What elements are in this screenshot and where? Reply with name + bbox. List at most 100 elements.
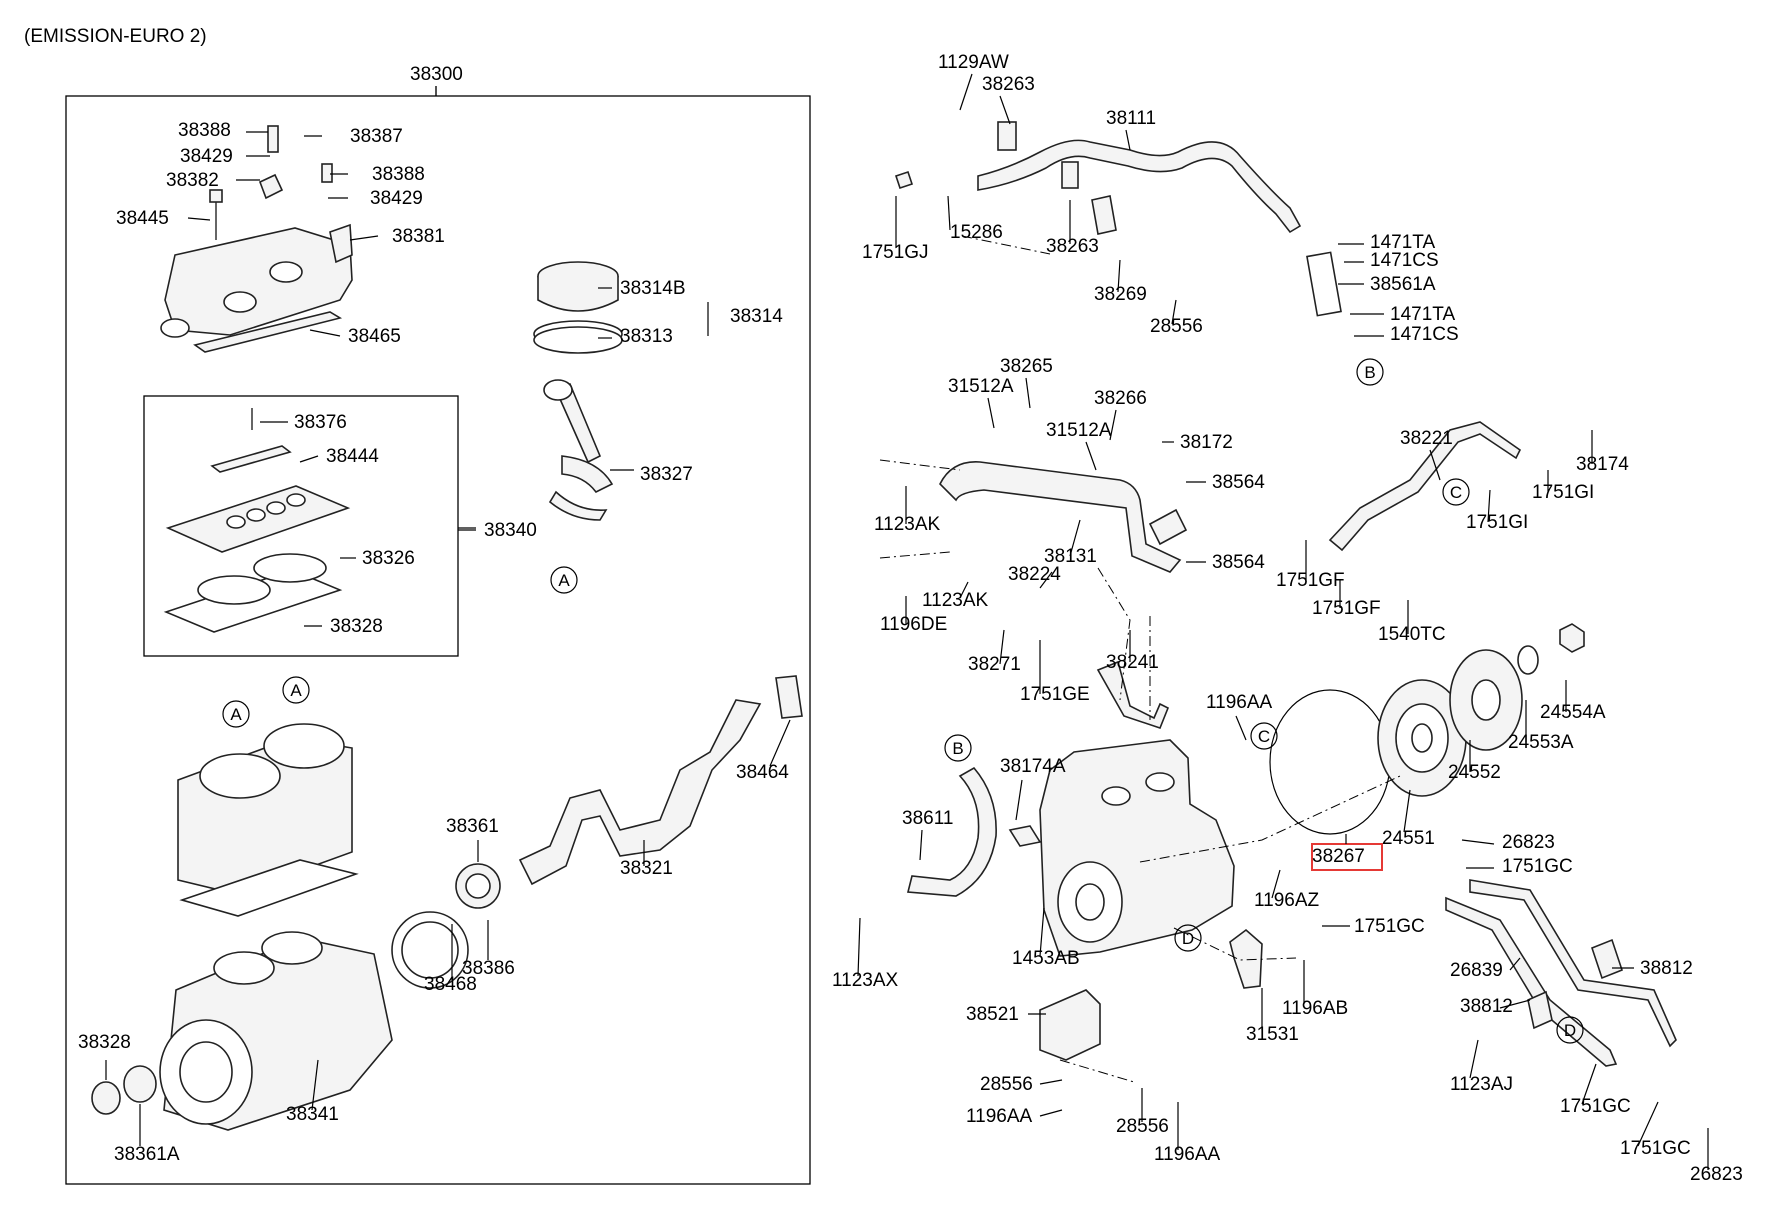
part-label-38465: 38465 xyxy=(348,326,401,347)
part-label-38429: 38429 xyxy=(180,146,233,167)
part-label-1751GF: 1751GF xyxy=(1276,570,1345,591)
leader-line xyxy=(1581,1063,1597,1105)
leader-line xyxy=(1271,869,1281,899)
part-label-1471CS: 1471CS xyxy=(1390,324,1459,345)
part-label-24552: 24552 xyxy=(1448,762,1501,783)
leader-line xyxy=(1403,789,1411,833)
part-label-1751GC: 1751GC xyxy=(1502,856,1573,877)
leader-line xyxy=(1025,377,1031,409)
part-label-38361A: 38361A xyxy=(114,1144,180,1165)
part-label-24553A: 24553A xyxy=(1508,732,1574,753)
part-label-38445: 38445 xyxy=(116,208,169,229)
callout-a: A xyxy=(558,571,570,590)
part-label-38361: 38361 xyxy=(446,816,499,837)
fittings-group xyxy=(879,121,1677,1083)
emission-note: (EMISSION-EURO 2) xyxy=(24,26,207,47)
assembly-frame-38300 xyxy=(65,95,811,1185)
part-label-38267: 38267 xyxy=(1312,846,1365,867)
callout-a: A xyxy=(290,681,302,700)
leader-line xyxy=(349,235,379,241)
part-label-38521: 38521 xyxy=(966,1004,1019,1025)
part-label-1471CS: 1471CS xyxy=(1370,250,1439,271)
leader-line xyxy=(1015,779,1023,821)
part-label-38468: 38468 xyxy=(424,974,477,995)
part-label-38326: 38326 xyxy=(362,548,415,569)
leader-line xyxy=(299,455,319,463)
leader-line xyxy=(1429,449,1441,481)
part-label-38327: 38327 xyxy=(640,464,693,485)
part-label-38564: 38564 xyxy=(1212,472,1265,493)
part-label-38265: 38265 xyxy=(1000,356,1053,377)
compressor-assembly-group xyxy=(65,86,811,1185)
part-label-38266: 38266 xyxy=(1094,388,1147,409)
bracket-pipe-shape xyxy=(939,461,1182,573)
part-label-28556: 28556 xyxy=(980,1074,1033,1095)
part-label-38263: 38263 xyxy=(982,74,1035,95)
part-label-38444: 38444 xyxy=(326,446,379,467)
leader-line xyxy=(309,329,341,337)
part-label-1453AB: 1453AB xyxy=(1012,948,1080,969)
leader-line xyxy=(1469,1039,1479,1079)
part-label-38131: 38131 xyxy=(1044,546,1097,567)
part-label-38382: 38382 xyxy=(166,170,219,191)
highlighted-part-box xyxy=(1311,843,1383,871)
leader-line xyxy=(769,719,791,767)
leader-line xyxy=(1069,519,1081,557)
part-label-38340: 38340 xyxy=(484,520,537,541)
part-label-24551: 24551 xyxy=(1382,828,1435,849)
part-label-38300: 38300 xyxy=(410,64,463,85)
part-label-38221: 38221 xyxy=(1400,428,1453,449)
leader-line xyxy=(959,581,969,599)
part-label-1751GI: 1751GI xyxy=(1466,512,1528,533)
leader-line xyxy=(959,73,973,111)
callout-c: C xyxy=(1450,483,1462,502)
part-label-38172: 38172 xyxy=(1180,432,1233,453)
part-label-1196DE: 1196DE xyxy=(880,614,947,635)
part-label-1751GJ: 1751GJ xyxy=(862,242,929,263)
part-label-1123AJ: 1123AJ xyxy=(1450,1074,1513,1095)
part-label-38387: 38387 xyxy=(350,126,403,147)
cylinder-head-shape xyxy=(164,227,353,336)
part-label-1540TC: 1540TC xyxy=(1378,624,1446,645)
leader-line xyxy=(1117,259,1121,293)
part-label-38341: 38341 xyxy=(286,1104,339,1125)
part-label-1129AW: 1129AW xyxy=(938,52,1009,73)
leader-line xyxy=(1461,839,1495,845)
leader-line xyxy=(1235,715,1247,741)
part-label-1196AB: 1196AB xyxy=(1282,998,1348,1019)
part-label-38812: 38812 xyxy=(1460,996,1513,1017)
leader-line xyxy=(947,195,951,231)
air-pipe-shape xyxy=(977,139,1302,234)
part-label-1196AA: 1196AA xyxy=(966,1106,1033,1127)
part-label-38174: 38174 xyxy=(1576,454,1629,475)
part-label-38111: 38111 xyxy=(1106,108,1156,129)
part-label-38388: 38388 xyxy=(372,164,425,185)
gasket-kit-frame-38340 xyxy=(143,395,459,657)
callout-b: B xyxy=(1364,363,1375,382)
part-label-38328: 38328 xyxy=(78,1032,131,1053)
part-label-1196AA: 1196AA xyxy=(1206,692,1273,713)
part-label-38611: 38611 xyxy=(902,808,953,829)
part-label-1471TA: 1471TA xyxy=(1370,232,1435,253)
part-label-31512A: 31512A xyxy=(948,376,1014,397)
part-label-26823: 26823 xyxy=(1502,832,1555,853)
part-label-38313: 38313 xyxy=(620,326,673,347)
part-label-26839: 26839 xyxy=(1450,960,1503,981)
part-label-38263: 38263 xyxy=(1046,236,1099,257)
part-label-15286: 15286 xyxy=(950,222,1003,243)
callout-a: A xyxy=(230,705,242,724)
part-label-28556: 28556 xyxy=(1116,1116,1169,1137)
part-label-38271: 38271 xyxy=(968,654,1021,675)
part-label-38561A: 38561A xyxy=(1370,274,1436,295)
leader-line xyxy=(999,95,1011,125)
leader-line xyxy=(1509,957,1521,971)
leader-line xyxy=(857,917,861,977)
part-label-38381: 38381 xyxy=(392,226,445,247)
gasket-ring-38267 xyxy=(1269,689,1391,835)
part-label-38376: 38376 xyxy=(294,412,347,433)
part-label-38429: 38429 xyxy=(370,188,423,209)
callout-b: B xyxy=(952,739,963,758)
part-label-28556: 28556 xyxy=(1150,316,1203,337)
leader-line xyxy=(1499,999,1531,1009)
part-label-1123AK: 1123AK xyxy=(874,514,941,535)
